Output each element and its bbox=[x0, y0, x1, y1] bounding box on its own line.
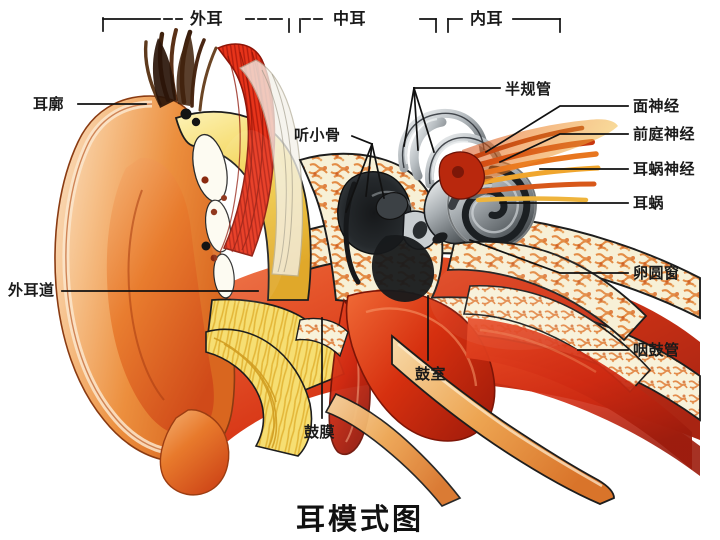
leader-facial-nerve bbox=[484, 105, 629, 154]
label-cochlea: 耳蜗 bbox=[633, 195, 665, 212]
label-facial-nerve: 面神经 bbox=[633, 98, 680, 115]
label-vestibular-nerve: 前庭神经 bbox=[633, 126, 696, 143]
label-oval-window: 卵圆窗 bbox=[633, 265, 680, 282]
label-eustachian-tube: 咽鼓管 bbox=[633, 342, 680, 359]
figure-title: 耳模式图 bbox=[295, 504, 424, 536]
label-tympanic-cavity: 鼓室 bbox=[415, 366, 447, 383]
bracket-middle-ear bbox=[245, 18, 323, 33]
label-ear-canal: 外耳道 bbox=[8, 282, 55, 299]
region-label-outer-ear: 外耳 bbox=[190, 11, 224, 28]
region-label-middle-ear: 中耳 bbox=[333, 11, 367, 28]
label-eardrum: 鼓膜 bbox=[304, 424, 336, 441]
leader-ossicles bbox=[344, 134, 386, 214]
bracket-outer-ear bbox=[102, 17, 183, 32]
label-semicircular-canals: 半规管 bbox=[505, 81, 552, 98]
leader-semicircular-canals bbox=[403, 86, 501, 154]
label-auricle: 耳廓 bbox=[33, 96, 65, 113]
leader-vestibular-nerve bbox=[498, 133, 629, 164]
bracket-inner-ear bbox=[419, 18, 561, 33]
leader-oval-window bbox=[468, 238, 629, 274]
region-label-inner-ear: 内耳 bbox=[470, 11, 504, 28]
label-ossicles: 听小骨 bbox=[294, 127, 341, 144]
label-cochlear-nerve: 耳蜗神经 bbox=[633, 161, 696, 178]
